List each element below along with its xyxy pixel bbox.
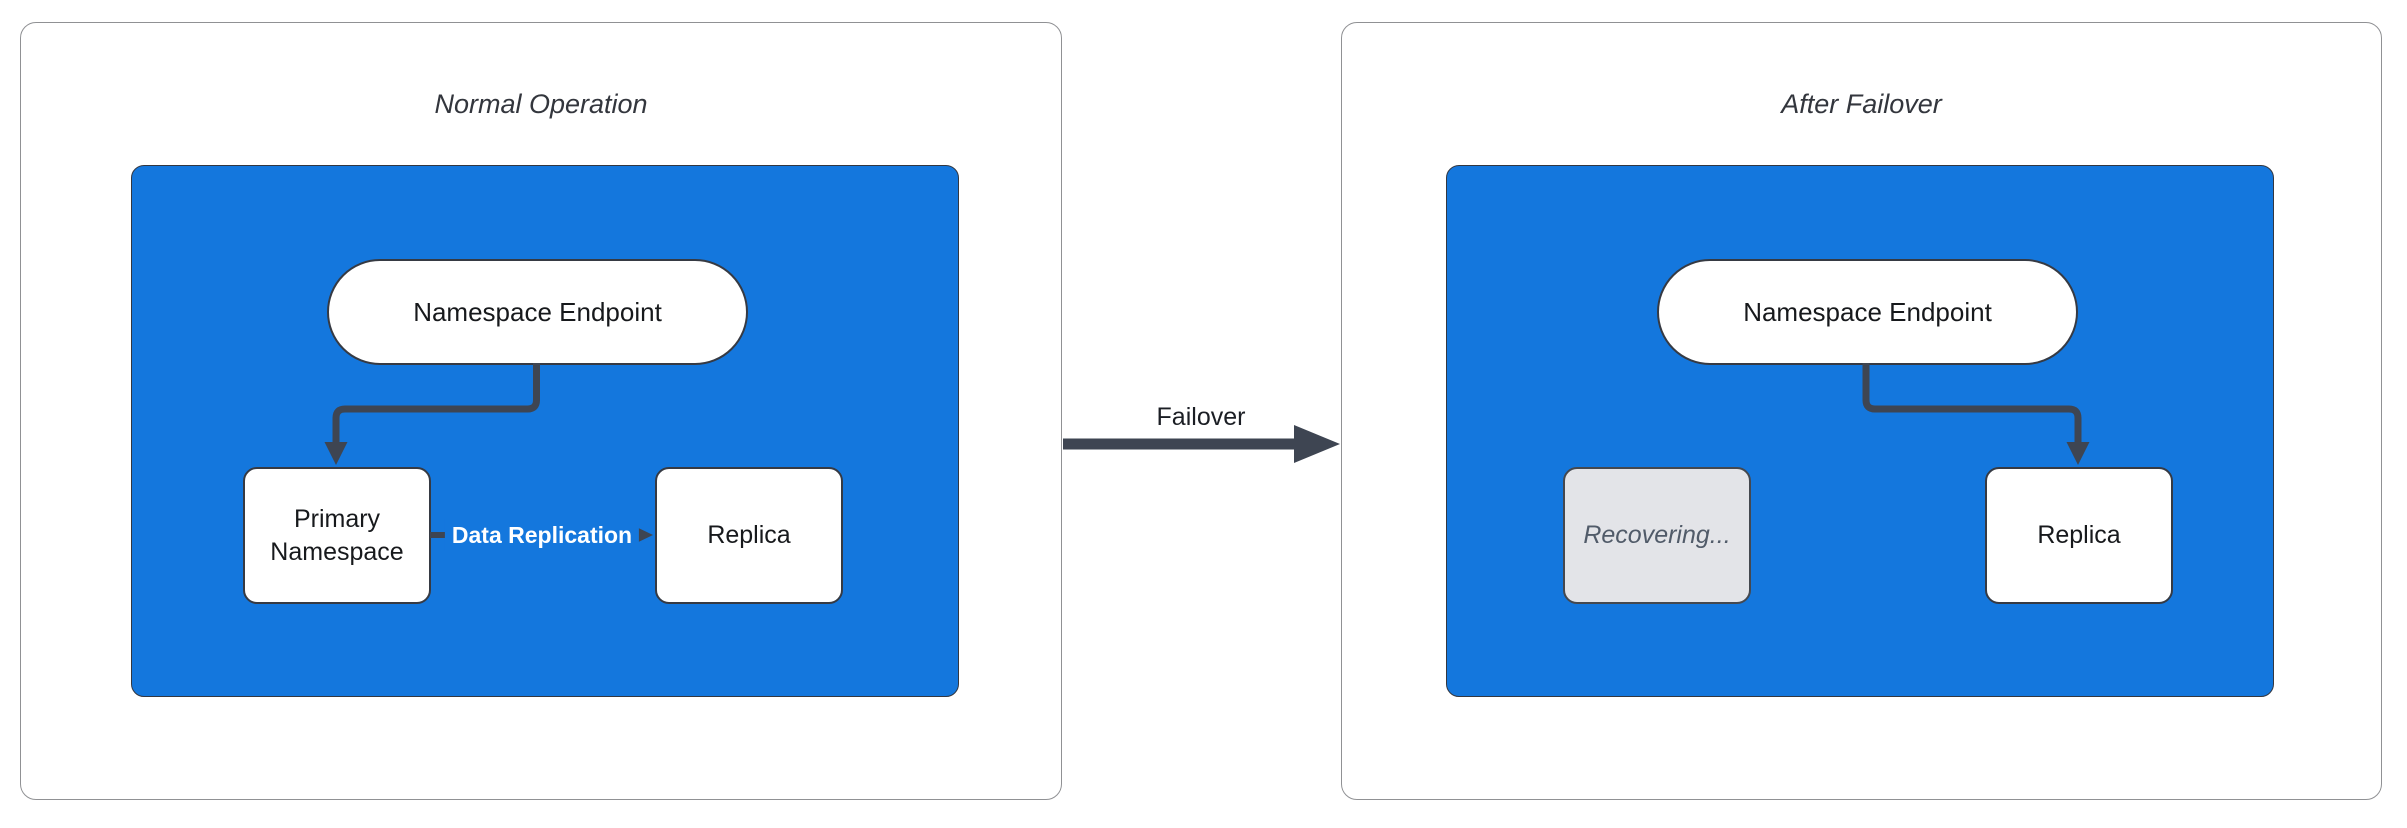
data-replication-label: Data Replication [444, 519, 640, 551]
node-replica-failover: Replica [1985, 467, 2173, 604]
panel-after-failover: After Failover Namespace Endpoint Recove… [1341, 22, 2382, 800]
node-primary-namespace: Primary Namespace [243, 467, 431, 604]
node-recovering: Recovering... [1563, 467, 1751, 604]
panel-title-after-failover: After Failover [1781, 89, 1942, 119]
node-label: Replica [2037, 521, 2121, 549]
node-namespace-endpoint-failover: Namespace Endpoint [1657, 259, 2078, 365]
panel-title-normal-operation: Normal Operation [434, 89, 648, 119]
cluster-normal [131, 165, 959, 697]
node-replica-normal: Replica [655, 467, 843, 604]
node-label: Namespace Endpoint [1743, 296, 1992, 327]
failover-label: Failover [1156, 403, 1246, 431]
node-label: Replica [707, 521, 791, 549]
node-namespace-endpoint-normal: Namespace Endpoint [327, 259, 748, 365]
node-label: Namespace Endpoint [413, 296, 662, 327]
cluster-failover [1446, 165, 2274, 697]
panel-normal-operation: Normal Operation Namespace Endpoint Prim… [20, 22, 1062, 800]
node-label: Primary Namespace [270, 504, 404, 566]
node-label: Recovering... [1583, 521, 1731, 549]
